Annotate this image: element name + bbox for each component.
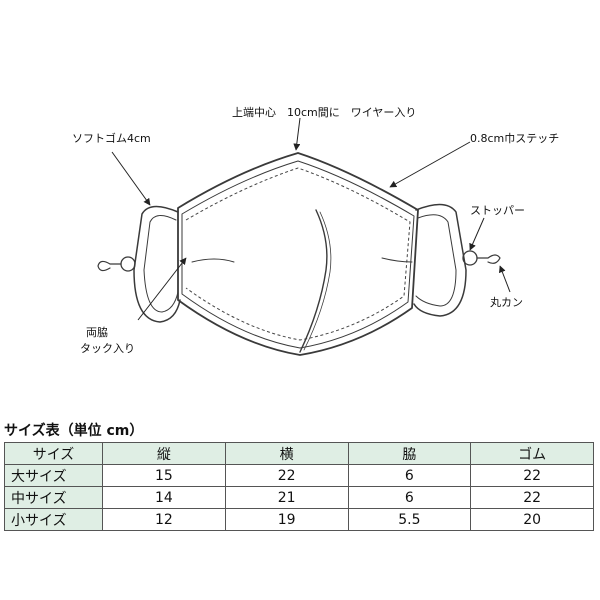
table-row: 中サイズ 14 21 6 22 [4, 486, 594, 509]
ring-left [97, 260, 122, 272]
stopper-right [462, 250, 478, 266]
row-label: 大サイズ [4, 464, 103, 487]
arrow-round-ring [498, 265, 511, 293]
label-side-tuck-1: 両脇 [86, 326, 108, 339]
size-table: サイズ 縦 横 脇 ゴム 大サイズ 15 22 6 22 中サイズ 14 21 … [4, 442, 594, 531]
table-cell: 12 [102, 508, 226, 531]
row-label: 小サイズ [4, 508, 103, 531]
arrow-top-center [293, 117, 301, 151]
ring-right [476, 254, 501, 264]
stopper-left [120, 256, 136, 272]
table-cell: 22 [470, 464, 594, 487]
arrow-stopper [469, 217, 485, 251]
ear-loop-left [133, 205, 181, 323]
table-cell: 21 [224, 486, 349, 509]
mask-diagram: 上端中心 10cm間に ワイヤー入り ソフトゴム4cm 0.8cm巾ステッチ ス… [72, 106, 559, 356]
arrow-soft-elastic [111, 151, 151, 206]
header-side: 脇 [347, 442, 472, 465]
header-size: サイズ [4, 442, 103, 465]
label-top-center: 上端中心 10cm間に ワイヤー入り [232, 106, 416, 119]
label-stitch: 0.8cm巾ステッチ [470, 131, 559, 145]
ear-loop-left-inner [143, 215, 179, 313]
stitch-line [185, 167, 411, 341]
label-side-tuck-2: タック入り [80, 342, 135, 355]
arrow-side-tuck [137, 257, 187, 321]
mask-inner-band [181, 160, 415, 349]
size-table-title: サイズ表（単位 cm） [4, 423, 144, 439]
table-cell: 19 [224, 508, 349, 531]
table-cell: 15 [102, 464, 226, 487]
ear-loop-right-inner [415, 214, 457, 307]
table-cell: 6 [347, 464, 472, 487]
table-cell: 22 [470, 486, 594, 509]
tuck-right [381, 257, 413, 263]
size-table-header-row: サイズ 縦 横 脇 ゴム [4, 442, 594, 465]
table-cell: 6 [347, 486, 472, 509]
arrow-stitch [389, 141, 471, 188]
table-cell: 20 [470, 508, 594, 531]
header-height: 縦 [102, 442, 226, 465]
header-elastic: ゴム [470, 442, 594, 465]
row-label: 中サイズ [4, 486, 103, 509]
label-soft-elastic: ソフトゴム4cm [72, 131, 151, 145]
mask-outline [177, 152, 419, 356]
header-width: 横 [224, 442, 349, 465]
table-cell: 5.5 [347, 508, 472, 531]
table-cell: 14 [102, 486, 226, 509]
table-cell: 22 [224, 464, 349, 487]
tuck-left [191, 258, 235, 263]
center-seam [299, 209, 328, 353]
table-row: 大サイズ 15 22 6 22 [4, 464, 594, 487]
center-seam-shadow [303, 211, 332, 351]
ear-loop-right [413, 203, 467, 317]
label-round-ring: 丸カン [490, 296, 523, 309]
table-row: 小サイズ 12 19 5.5 20 [4, 508, 594, 531]
label-stopper: ストッパー [470, 204, 525, 217]
